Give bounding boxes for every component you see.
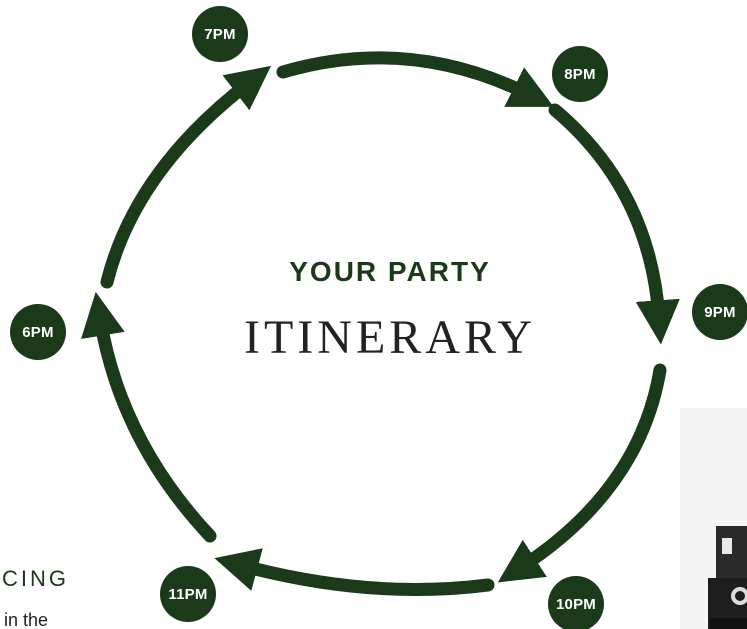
time-badge-10pm: 10PM [548, 576, 604, 629]
time-badge-6pm: 6PM [10, 304, 66, 360]
title-line-2: ITINERARY [210, 310, 570, 365]
section-heading: CING [2, 566, 69, 592]
time-label: 10PM [556, 596, 596, 613]
time-label: 8PM [564, 66, 595, 83]
arrow-icon [520, 370, 660, 568]
arrow-icon [283, 58, 530, 95]
time-badge-11pm: 11PM [160, 566, 216, 622]
time-badge-9pm: 9PM [692, 284, 747, 340]
time-label: 7PM [204, 26, 235, 43]
time-badge-8pm: 8PM [552, 46, 608, 102]
arrow-icon [240, 565, 488, 590]
arrow-icon [555, 110, 659, 318]
time-label: 6PM [22, 324, 53, 341]
time-label: 11PM [168, 586, 207, 603]
title-line-1: YOUR PARTY [240, 256, 540, 288]
time-badge-7pm: 7PM [192, 6, 248, 62]
photo-booth-image [680, 408, 747, 629]
section-text: in the [4, 610, 48, 629]
time-label: 9PM [704, 304, 735, 321]
arrow-icon [100, 318, 210, 536]
arrow-icon [107, 82, 250, 282]
